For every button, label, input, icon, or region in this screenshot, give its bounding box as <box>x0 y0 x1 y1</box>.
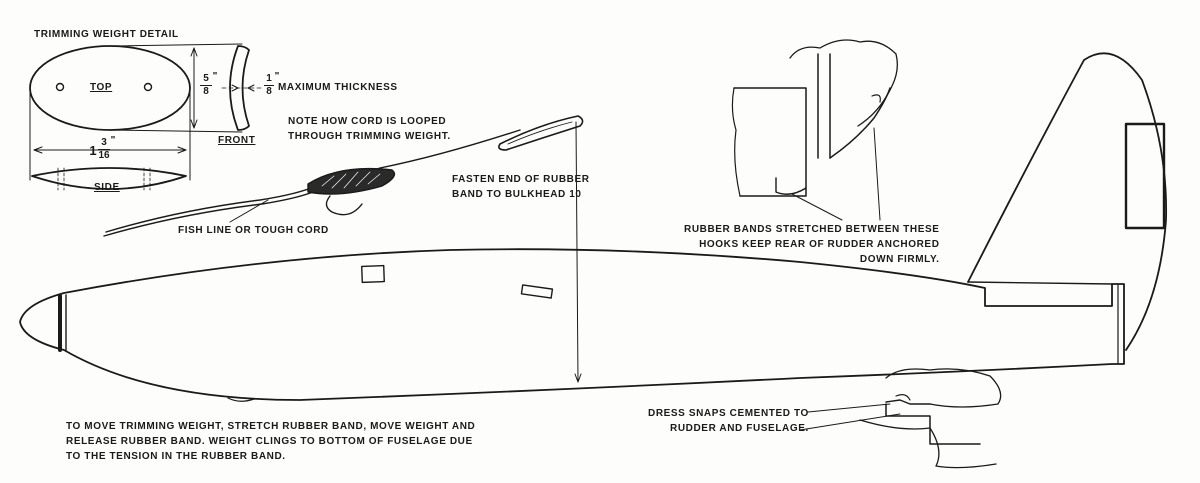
rudder-panel <box>1124 122 1166 230</box>
fuselage <box>19 248 1125 402</box>
height-numerator: 5 <box>203 73 209 84</box>
rudder-outline <box>967 52 1168 351</box>
arrowhead <box>190 119 198 129</box>
weight-hatching <box>321 171 381 189</box>
arrowhead <box>33 146 43 154</box>
height-inch-mark: " <box>212 71 218 82</box>
maximum-thickness-label: MAXIMUM THICKNESS <box>278 82 398 93</box>
dress-snaps-label: DRESS SNAPS CEMENTED TO RUDDER AND FUSEL… <box>648 408 809 434</box>
arrowhead <box>190 47 198 57</box>
front-view-label: FRONT <box>218 135 256 146</box>
fuselage-hatch <box>520 284 554 299</box>
trimming-weight <box>307 167 396 195</box>
snap-detail-torn-bottom <box>859 419 997 469</box>
leader-line <box>873 127 881 221</box>
arrowhead <box>231 84 239 92</box>
weight-hole-left <box>55 82 65 92</box>
thickness-denominator: 8 <box>266 86 272 97</box>
leader-line <box>807 403 891 413</box>
weight-hole-right <box>143 82 153 92</box>
hook-detail-fuselage <box>733 87 807 197</box>
arrowhead <box>574 373 582 383</box>
length-dimension: 3 16 <box>98 138 110 161</box>
rubber-band-inner <box>507 121 573 145</box>
trimming-weight-detail-title: TRIMMING WEIGHT DETAIL <box>34 29 179 40</box>
rubber-band <box>498 115 584 151</box>
trimming-weight-detail <box>29 43 263 191</box>
height-dimension: 5 8 <box>200 74 212 97</box>
snap-detail-torn-top <box>885 368 1002 408</box>
dress-snap <box>895 394 911 401</box>
hook <box>775 177 807 195</box>
leader-line <box>799 413 901 431</box>
thickness-dimension: 1 8 <box>264 74 274 97</box>
arrowhead <box>177 146 187 154</box>
leader-line <box>575 121 579 383</box>
rudder-hook-detail <box>731 39 898 221</box>
hook-detail-rudder-edge <box>817 53 831 159</box>
leader-line <box>791 193 843 221</box>
fish-line-cord <box>105 185 317 233</box>
dress-snap <box>885 399 931 405</box>
projection-line <box>109 43 243 47</box>
leader-line <box>229 199 269 223</box>
tail-fin <box>967 52 1168 351</box>
side-view-label: SIDE <box>94 182 120 193</box>
dress-snap-detail <box>799 368 1002 469</box>
projection-line <box>109 129 243 133</box>
hook-detail-curve <box>829 87 891 159</box>
top-view-label: TOP <box>90 82 113 93</box>
hook-detail-torn-side <box>731 87 741 197</box>
fasten-end-label: FASTEN END OF RUBBER BAND TO BULKHEAD 10 <box>452 174 590 200</box>
to-move-instructions: TO MOVE TRIMMING WEIGHT, STRETCH RUBBER … <box>66 421 476 462</box>
length-whole: 1 <box>89 143 97 158</box>
snap-detail-fuselage <box>885 403 981 445</box>
fuselage-outline <box>19 248 1125 401</box>
fish-line-label: FISH LINE OR TOUGH CORD <box>178 225 329 236</box>
fin-base-line <box>967 281 1113 285</box>
cord-loop <box>325 195 363 216</box>
weight-front-view <box>229 45 250 131</box>
length-numerator: 3 <box>101 137 107 148</box>
weight-side-view <box>31 167 187 190</box>
length-denominator: 16 <box>98 150 110 161</box>
fuselage-hatch <box>361 264 385 284</box>
weight-and-cord <box>103 115 584 383</box>
rubber-bands-label: RUBBER BANDS STRETCHED BETWEEN THESE HOO… <box>684 224 940 265</box>
thickness-inch-mark: " <box>274 71 280 82</box>
trimming-weight-under <box>227 397 255 402</box>
length-inch-mark: " <box>110 135 116 146</box>
height-denominator: 8 <box>203 86 209 97</box>
hook <box>871 94 881 103</box>
thickness-numerator: 1 <box>266 73 272 84</box>
note-cord-label: NOTE HOW CORD IS LOOPED THROUGH TRIMMING… <box>288 116 451 142</box>
arrowhead <box>247 84 255 92</box>
